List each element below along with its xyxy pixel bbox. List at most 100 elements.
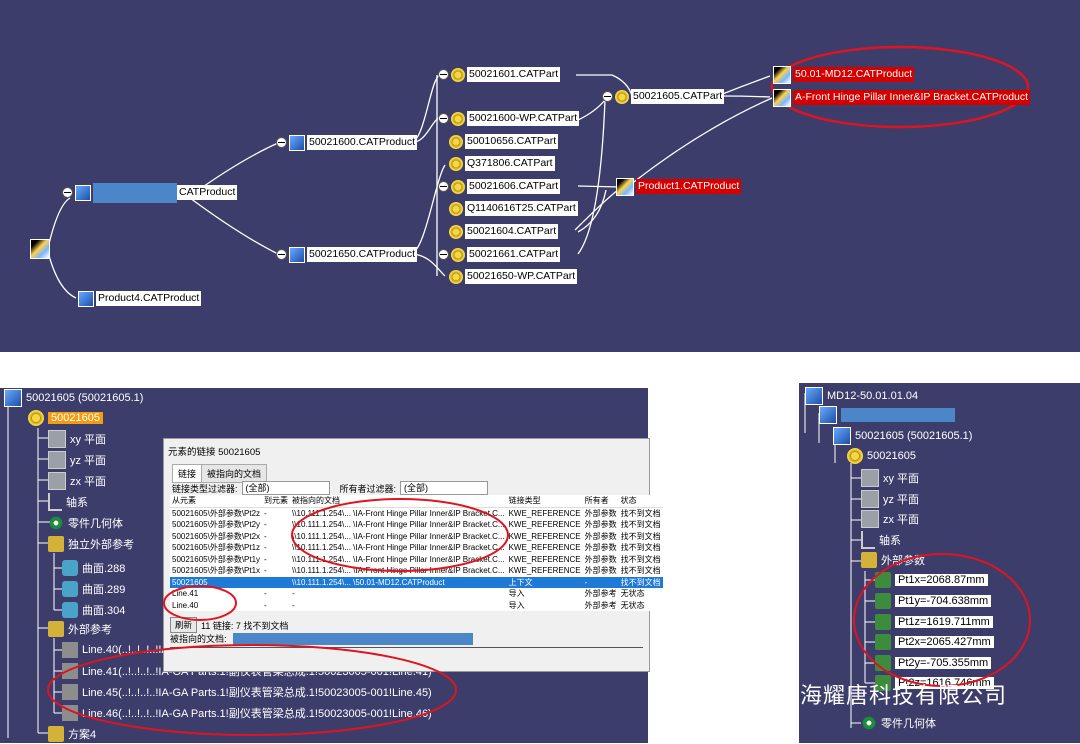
- tree-root-label: 50021605 (50021605.1): [26, 392, 144, 404]
- table-row[interactable]: Line.41--导入外部参考无状态: [170, 588, 663, 600]
- tree-root[interactable]: 50021605 (50021605.1): [4, 388, 143, 408]
- product-root-icon: [30, 238, 50, 259]
- column-header[interactable]: 链接类型: [506, 495, 583, 508]
- collapse-icon[interactable]: [438, 113, 449, 124]
- table-row[interactable]: 50021605\外部参数\Pt2y-\\10.111.1.254\... \I…: [170, 519, 663, 531]
- tree-item-line-46[interactable]: Line.46(..!..!..!..!IA-GA Parts.1!副仪表管梁总…: [62, 703, 432, 723]
- column-header[interactable]: 状态: [618, 495, 663, 508]
- plane-icon: [48, 472, 66, 490]
- plane-icon: [861, 490, 879, 508]
- tree-part[interactable]: 50021605: [847, 446, 916, 466]
- tree-item-axis[interactable]: 轴系: [861, 530, 901, 550]
- table-cell: 50021605\外部参数\Pt2y: [172, 520, 261, 530]
- part-50021605-node[interactable]: 50021605.CATPart: [602, 88, 725, 105]
- tree-selected-part[interactable]: 50021605: [28, 408, 103, 428]
- part-node-7[interactable]: 50021661.CATPart: [438, 246, 561, 263]
- tree-param-4[interactable]: Pt2y=-705.355mm: [875, 653, 992, 673]
- tree-item-surface-304[interactable]: 曲面.304: [62, 600, 125, 620]
- dialog-tabs: 链接 被指向的文档: [172, 464, 268, 483]
- table-row[interactable]: 50021605\\10.111.1.254\... \50.01-MD12.C…: [170, 576, 663, 588]
- item-label: 曲面.288: [82, 563, 126, 575]
- tree-item-independent-ref[interactable]: 独立外部参考: [48, 534, 134, 554]
- item-label: yz 平面: [883, 494, 920, 506]
- link-type-filter-select[interactable]: (全部): [241, 481, 330, 495]
- table-row[interactable]: 50021605\外部参数\Pt2z-\\10.111.1.254\... \I…: [170, 507, 663, 519]
- tree-item-part-body[interactable]: 零件几何体: [861, 713, 936, 733]
- part-node-1[interactable]: 50021600-WP.CATPart: [438, 110, 580, 127]
- tree-item-zx-plane[interactable]: zx 平面: [48, 471, 106, 491]
- column-header[interactable]: 所有者: [582, 495, 619, 508]
- table-cell: Line.40: [172, 600, 199, 610]
- product-icon: [289, 134, 305, 151]
- part-label: 50021661.CATPart: [467, 247, 561, 262]
- part-node-5[interactable]: Q1140616T25.CATPart: [449, 200, 578, 217]
- bracket-label: A-Front Hinge Pillar Inner&IP Bracket.CA…: [793, 90, 1031, 105]
- product-50021650-node[interactable]: 50021650.CATProduct: [276, 246, 418, 263]
- column-header[interactable]: 到元素: [262, 495, 291, 508]
- tree-item-line-40[interactable]: Line.40(..!..!..!..!IA-: [62, 640, 172, 660]
- collapse-icon[interactable]: [438, 181, 449, 192]
- table-row[interactable]: 50021605\外部参数\Pt2x-\\10.111.1.254\... \I…: [170, 531, 663, 543]
- product1-node[interactable]: Product1.CATProduct: [616, 177, 742, 196]
- product-50021600-node[interactable]: 50021600.CATProduct: [276, 134, 418, 151]
- tree-item-yz-plane[interactable]: yz 平面: [861, 489, 919, 509]
- product-icon: [78, 290, 94, 307]
- part-node-4[interactable]: 50021606.CATPart: [438, 178, 561, 195]
- tree-subproduct[interactable]: 50021605 (50021605.1): [833, 426, 972, 446]
- item-label: xy 平面: [70, 434, 107, 446]
- item-label: Line.46(..!..!..!..!IA-GA Parts.1!副仪表管梁总…: [82, 708, 432, 720]
- column-header[interactable]: 被指向的文档: [290, 495, 507, 508]
- part-node-2[interactable]: 50010656.CATPart: [449, 133, 559, 150]
- table-row[interactable]: 50021605\外部参数\Pt1y-\\10.111.1.254\... \I…: [170, 554, 663, 566]
- tree-item-line-45[interactable]: Line.45(..!..!..!..!IA-GA Parts.1!副仪表管梁总…: [62, 682, 432, 702]
- tree-item-zx-plane[interactable]: zx 平面: [861, 509, 919, 529]
- table-cell: \\10.111.1.254\... \IA-Front Hinge Pilla…: [292, 520, 505, 530]
- tree-item-plan4[interactable]: 方案4: [48, 724, 96, 744]
- md12-node[interactable]: 50.01-MD12.CATProduct: [773, 65, 915, 84]
- collapse-icon[interactable]: [438, 249, 449, 260]
- collapse-icon[interactable]: [602, 91, 613, 102]
- part-node-0[interactable]: 50021601.CATPart: [438, 66, 561, 83]
- collapse-icon[interactable]: [62, 187, 73, 198]
- tree-item-part-body[interactable]: 零件几何体: [48, 513, 123, 533]
- tree-param-1[interactable]: Pt1y=-704.638mm: [875, 591, 992, 611]
- tree-param-3[interactable]: Pt2x=2065.427mm: [875, 632, 994, 652]
- column-header[interactable]: 从元素: [170, 495, 263, 508]
- tree-param-0[interactable]: Pt1x=2068.87mm: [875, 570, 988, 590]
- tree-item-xy-plane[interactable]: xy 平面: [48, 429, 106, 449]
- tree-param-2[interactable]: Pt1z=1619.711mm: [875, 612, 993, 632]
- parameters-icon: [861, 552, 877, 568]
- tree-root[interactable]: MD12-50.01.01.04: [805, 386, 918, 406]
- tree-item-surface-289[interactable]: 曲面.289: [62, 579, 125, 599]
- refresh-button[interactable]: 刷新: [170, 617, 198, 633]
- root-product-node[interactable]: [30, 238, 60, 259]
- table-cell: KWE_REFERENCE: [508, 531, 581, 541]
- collapse-icon[interactable]: [276, 137, 287, 148]
- tree-item-axis[interactable]: 轴系: [48, 492, 88, 512]
- product-suffix-label: CATProduct: [177, 185, 238, 200]
- pointed-document-field[interactable]: [232, 632, 473, 645]
- reference-icon: [48, 621, 64, 637]
- tree-item-xy-plane[interactable]: xy 平面: [861, 468, 919, 488]
- tree-item-external-params[interactable]: 外部参数: [861, 550, 925, 570]
- table-row[interactable]: 50021605\外部参数\Pt1x-\\10.111.1.254\... \I…: [170, 565, 663, 577]
- tab-pointed-documents[interactable]: 被指向的文档: [201, 464, 268, 483]
- collapse-icon[interactable]: [276, 249, 287, 260]
- table-row[interactable]: 50021605\外部参数\Pt1z-\\10.111.1.254\... \I…: [170, 542, 663, 554]
- tree-item-yz-plane[interactable]: yz 平面: [48, 450, 106, 470]
- md12-label: 50.01-MD12.CATProduct: [793, 67, 915, 82]
- part-node-6[interactable]: 50021604.CATPart: [449, 223, 559, 240]
- tree-item-external-ref[interactable]: 外部参考: [48, 619, 112, 639]
- tree-redacted-product[interactable]: [819, 405, 955, 425]
- owner-filter-select[interactable]: (全部): [400, 481, 489, 495]
- surface-icon: [62, 602, 78, 618]
- bracket-node[interactable]: A-Front Hinge Pillar Inner&IP Bracket.CA…: [773, 88, 1031, 107]
- tree-item-surface-288[interactable]: 曲面.288: [62, 558, 125, 578]
- part-node-8[interactable]: 50021650-WP.CATPart: [449, 268, 578, 285]
- product4-node[interactable]: Product4.CATProduct: [78, 290, 202, 307]
- collapse-icon[interactable]: [438, 69, 449, 80]
- table-row[interactable]: Line.40--导入外部参考无状态: [170, 600, 663, 612]
- part-node-3[interactable]: Q371806.CATPart: [449, 155, 555, 172]
- redacted-product-node[interactable]: CATProduct: [62, 182, 238, 203]
- parameter-icon: [875, 655, 891, 671]
